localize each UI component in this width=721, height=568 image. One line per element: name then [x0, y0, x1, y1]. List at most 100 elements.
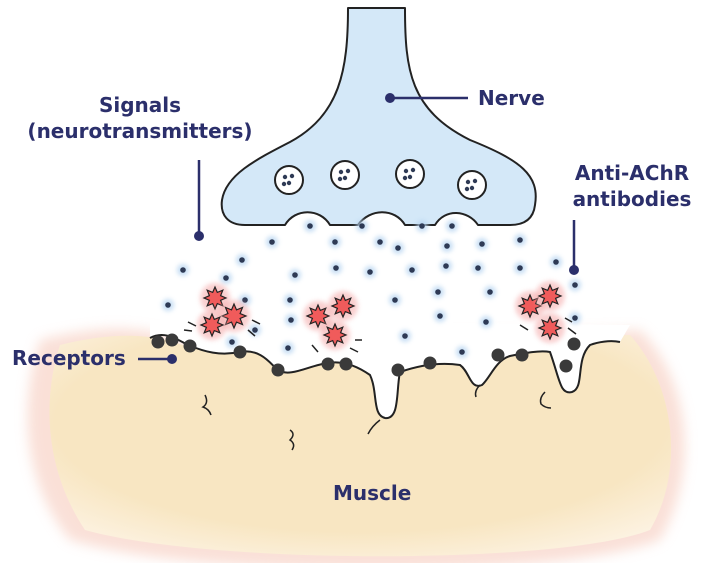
vesicle-content-dot: [337, 176, 343, 182]
vesicle-content-dot: [342, 175, 348, 181]
vesicle-content-dot: [410, 167, 416, 173]
neurotransmitter-dot: [269, 239, 275, 245]
neurotransmitter-dot: [359, 223, 365, 229]
receptor-dot: [271, 363, 285, 377]
antibody: [515, 281, 565, 343]
vesicle-content-dot: [407, 174, 413, 180]
neurotransmitter-dot: [333, 265, 339, 271]
antibody-star-icon: [537, 315, 563, 341]
neurotransmitter-dot: [475, 265, 481, 271]
receptors-label: Receptors: [12, 346, 126, 370]
neurotransmitter-dot: [287, 297, 293, 303]
vesicle-icon: [274, 165, 304, 195]
receptors: [151, 333, 581, 377]
receptor-dot: [321, 357, 335, 371]
blocking-tick: [564, 317, 573, 323]
antibodies-label: Anti-AChR antibodies: [562, 160, 702, 212]
neurotransmitter-dot: [292, 272, 298, 278]
neurotransmitter-dot: [395, 245, 401, 251]
muscle-squiggle: [367, 419, 381, 435]
muscle-fiber: [27, 320, 685, 568]
neurotransmitter-dot: [285, 345, 291, 351]
blocking-tick: [247, 329, 256, 337]
vesicles: [274, 159, 487, 200]
blocking-tick: [183, 329, 193, 332]
blocking-tick: [567, 327, 577, 335]
muscle-squiggle: [288, 429, 295, 451]
muscle-body: [49, 335, 672, 557]
synaptic-cleft: [150, 320, 630, 419]
neurotransmitter-dot: [419, 223, 425, 229]
neurotransmitter-dot: [443, 263, 449, 269]
neurotransmitter-dot: [435, 289, 441, 295]
receptor-dot: [339, 357, 353, 371]
receptor-dot: [423, 356, 437, 370]
muscle-squiggle: [474, 384, 481, 398]
receptor-dot: [491, 348, 505, 362]
receptor-dot: [567, 337, 581, 351]
antibody-star-icon: [202, 285, 228, 311]
neurotransmitter-dot: [553, 259, 559, 265]
antibody: [197, 283, 250, 340]
neurotransmitter-dot: [223, 275, 229, 281]
antibodies-label-line2: antibodies: [572, 187, 692, 211]
vesicle-content-dot: [402, 175, 408, 181]
neurotransmitter-dot: [459, 349, 465, 355]
neurotransmitters: [162, 220, 581, 358]
muscle-squiggle: [201, 394, 212, 416]
muscle-label: Muscle: [333, 481, 412, 505]
neurotransmitter-dot: [332, 239, 338, 245]
signals-label-line2: (neurotransmitters): [27, 119, 253, 143]
neurotransmitter-dot: [409, 267, 415, 273]
antibody: [303, 291, 358, 350]
vesicle-content-dot: [403, 168, 409, 174]
nerve-label: Nerve: [478, 86, 545, 110]
antibody-star-icon: [517, 293, 543, 319]
signals-leader-dot: [194, 231, 204, 241]
receptor-dot: [391, 363, 405, 377]
receptor-dot: [151, 335, 165, 349]
receptor-dot: [183, 339, 197, 353]
antibodies-leader-dot: [569, 265, 579, 275]
blocking-tick: [349, 347, 359, 353]
neurotransmitter-dot: [392, 297, 398, 303]
antibody-star-icon: [199, 312, 225, 338]
antibodies-label-line1: Anti-AChR: [574, 161, 690, 185]
vesicle-content-dot: [281, 181, 287, 187]
receptor-dot: [559, 359, 573, 373]
vesicle-content-dot: [464, 186, 470, 192]
neurotransmitter-dot: [307, 223, 313, 229]
vesicle-icon: [457, 170, 487, 200]
neurotransmitter-dot: [367, 269, 373, 275]
blocking-tick: [187, 321, 197, 327]
antibody-star-icon: [305, 303, 331, 329]
neurotransmitter-dot: [572, 282, 578, 288]
signals-label: Signals (neurotransmitters): [15, 92, 265, 144]
neurotransmitter-dot: [487, 289, 493, 295]
nerve-terminal: [220, 7, 537, 226]
neurotransmitter-dot: [449, 223, 455, 229]
neurotransmitter-dot: [483, 319, 489, 325]
vesicle-content-dot: [282, 174, 288, 180]
antibody-star-icon: [322, 322, 348, 348]
receptors-leader-dot: [167, 354, 177, 364]
nerve-terminal-shape: [220, 7, 537, 226]
blocking-tick: [311, 344, 319, 353]
neurotransmitter-dot: [517, 237, 523, 243]
vesicle-icon: [395, 159, 425, 189]
antibody-star-icon: [330, 293, 356, 319]
neurotransmitter-dot: [572, 315, 578, 321]
neurotransmitter-dot: [239, 257, 245, 263]
antibody-star-icon: [537, 283, 563, 309]
vesicle-icon: [330, 160, 360, 190]
vesicle-content-dot: [338, 169, 344, 175]
neurotransmitter-dot: [165, 302, 171, 308]
anti-achr-antibodies: [183, 281, 577, 353]
neurotransmitter-dot: [479, 241, 485, 247]
receptor-dot: [233, 345, 247, 359]
vesicle-content-dot: [465, 179, 471, 185]
vesicle-content-dot: [469, 185, 475, 191]
muscle-squiggle: [539, 391, 552, 409]
